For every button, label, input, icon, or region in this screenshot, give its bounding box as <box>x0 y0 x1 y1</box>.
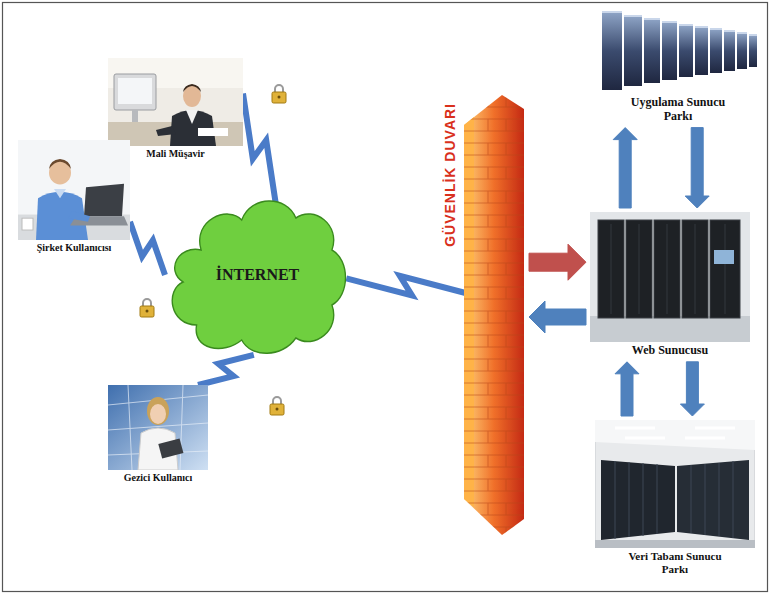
picture-frame <box>598 6 758 94</box>
node-label: Şirket Kullanıcısı <box>19 242 129 254</box>
block-arrow <box>529 301 586 333</box>
lock-icon <box>270 397 284 415</box>
block-arrow <box>680 362 704 416</box>
node-label: Mali Müşavir <box>111 148 241 160</box>
web-server-picture <box>590 212 750 342</box>
internet-cloud: İNTERNET <box>165 190 350 360</box>
lightning-link <box>243 94 276 206</box>
picture-frame <box>108 58 243 146</box>
firewall-label: GÜVENLİK DUVARI <box>442 103 458 247</box>
lock-icon <box>272 85 286 103</box>
picture-frame <box>595 420 755 548</box>
company-user-picture <box>18 140 130 240</box>
database-server-picture <box>595 420 755 548</box>
node-label: Uygulama Sunucu Parkı <box>622 96 734 124</box>
firewall: GÜVENLİK DUVARI <box>440 95 525 535</box>
server-picture: Veri Tabanı Sunucu Parkı <box>595 420 755 575</box>
picture-frame <box>18 140 130 240</box>
block-arrow <box>613 128 637 208</box>
block-arrow <box>685 128 709 208</box>
lightning-link <box>346 276 465 296</box>
node-label: Veri Tabanı Sunucu Parkı <box>614 550 736 575</box>
cloud-label: İNTERNET <box>216 266 300 284</box>
picture-frame <box>590 212 750 342</box>
user-picture: Şirket Kullanıcısı <box>18 140 130 254</box>
node-label: Web Sunucusu <box>595 344 745 358</box>
node-label: Gezici Kullanıcı <box>108 472 208 484</box>
accountant-picture <box>108 58 243 146</box>
user-picture: Gezici Kullanıcı <box>108 385 208 484</box>
application-server-picture <box>598 6 758 94</box>
lightning-link <box>198 355 254 385</box>
picture-frame <box>108 385 208 470</box>
server-picture: Uygulama Sunucu Parkı <box>598 6 758 124</box>
block-arrow <box>529 244 586 280</box>
server-picture: Web Sunucusu <box>590 212 750 358</box>
lock-icon <box>140 299 154 317</box>
block-arrow <box>615 362 639 416</box>
outer-frame <box>3 3 768 592</box>
lightning-link <box>130 222 165 275</box>
mobile-user-picture <box>108 385 208 470</box>
